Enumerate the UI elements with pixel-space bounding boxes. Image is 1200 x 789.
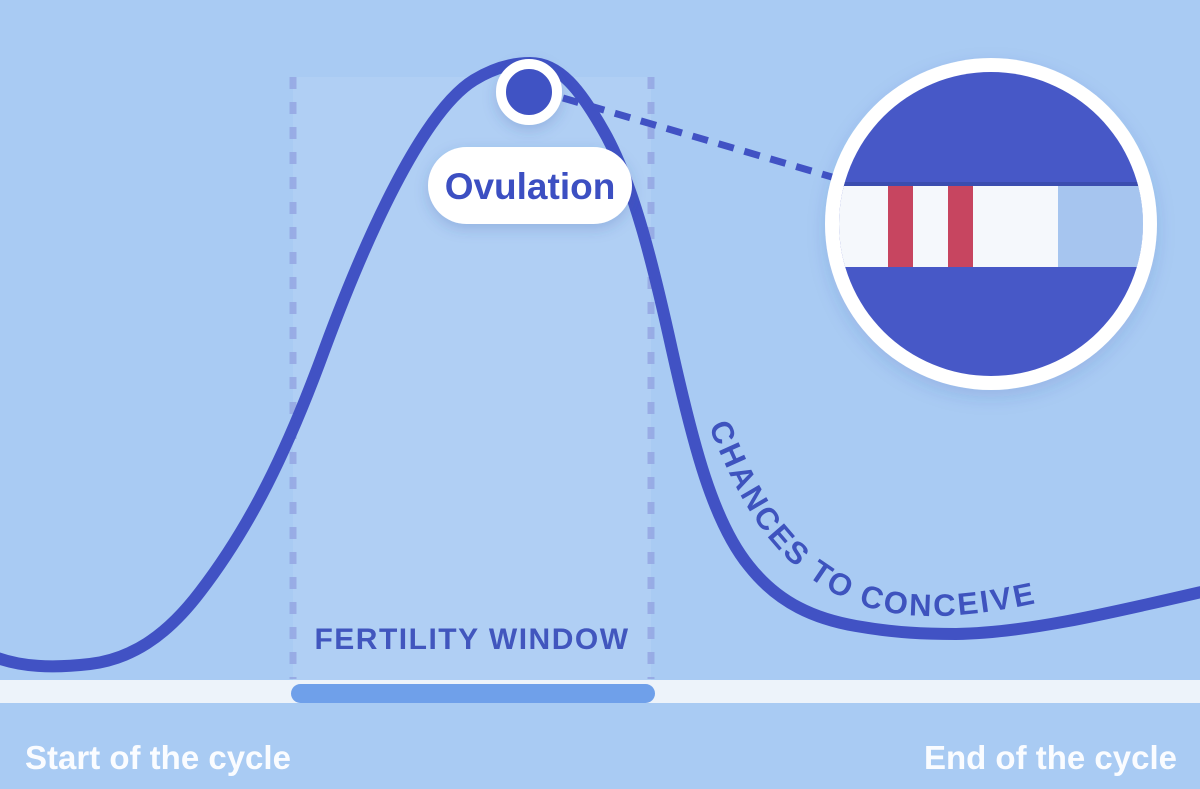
chances-curve xyxy=(0,56,1200,673)
test-strip-edge xyxy=(839,182,1143,187)
test-result-line-2 xyxy=(948,186,973,267)
fertility-window-bar xyxy=(291,684,655,703)
ovulation-pill xyxy=(428,147,632,224)
ovulation-callout: Ovulation xyxy=(428,147,632,224)
cycle-end-label: End of the cycle xyxy=(924,739,1177,776)
fertility-window-label: FERTILITY WINDOW xyxy=(314,623,629,656)
test-inset xyxy=(825,58,1157,390)
test-strip-end-cap xyxy=(1058,186,1143,267)
callout-connector-dashed-line xyxy=(562,94,843,184)
ovulation-label: Ovulation xyxy=(445,166,616,207)
ovulation-peak-dot xyxy=(496,59,562,125)
test-result-line-1 xyxy=(888,186,913,267)
cycle-start-label: Start of the cycle xyxy=(25,739,291,776)
